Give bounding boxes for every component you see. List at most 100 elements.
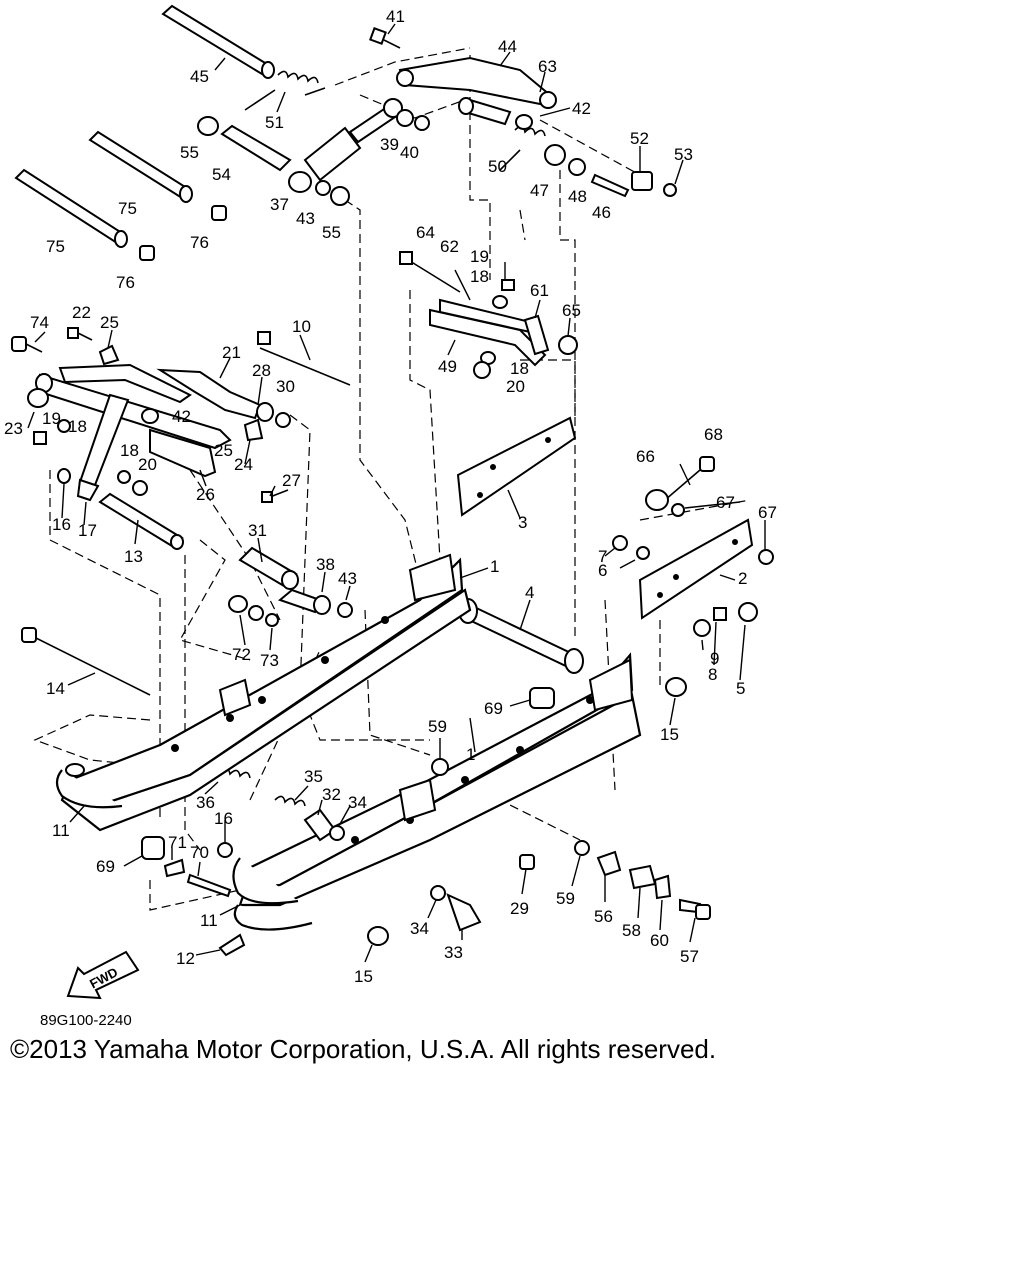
callout: 76 xyxy=(116,273,135,292)
callout: 56 xyxy=(594,907,613,926)
callout: 1 xyxy=(490,557,499,576)
callout: 46 xyxy=(592,203,611,222)
callout: 34 xyxy=(410,919,429,938)
callout: 53 xyxy=(674,145,693,164)
callout: 15 xyxy=(354,967,373,986)
callout: 6 xyxy=(598,561,607,580)
callout: 45 xyxy=(190,67,209,86)
front-arm xyxy=(11,327,351,503)
leader-lines xyxy=(27,23,766,963)
callout: 7 xyxy=(598,547,607,566)
callout: 29 xyxy=(510,899,529,918)
callout: 66 xyxy=(636,447,655,466)
callout: 44 xyxy=(498,37,517,56)
callout: 24 xyxy=(234,455,253,474)
left-slide-rail xyxy=(55,553,472,832)
callout: 20 xyxy=(138,455,157,474)
callout: 63 xyxy=(538,57,557,76)
callout: 58 xyxy=(622,921,641,940)
copyright-notice: ©2013 Yamaha Motor Corporation, U.S.A. A… xyxy=(10,1034,717,1064)
callout: 61 xyxy=(530,281,549,300)
callout: 4 xyxy=(525,583,534,602)
callout: 5 xyxy=(736,679,745,698)
callout: 28 xyxy=(252,361,271,380)
shafts xyxy=(14,4,292,248)
callout: 71 xyxy=(168,833,187,852)
callout: 59 xyxy=(428,717,447,736)
callout: 72 xyxy=(232,645,251,664)
forward-arrow-icon: FWD xyxy=(66,950,140,1000)
callout: 19 xyxy=(470,247,489,266)
callout: 16 xyxy=(214,809,233,828)
drawing-code: 89G100-2240 xyxy=(40,1012,132,1029)
callout: 73 xyxy=(260,651,279,670)
callout: 43 xyxy=(296,209,315,228)
callout: 39 xyxy=(380,135,399,154)
callout: 35 xyxy=(304,767,323,786)
callout: 62 xyxy=(440,237,459,256)
callout: 1 xyxy=(466,745,475,764)
callout: 38 xyxy=(316,555,335,574)
callout: 41 xyxy=(386,7,405,26)
callout: 11 xyxy=(200,911,218,930)
callout: 12 xyxy=(176,949,195,968)
callout: 8 xyxy=(708,665,717,684)
callout: 18 xyxy=(120,441,139,460)
callout: 68 xyxy=(704,425,723,444)
callout: 21 xyxy=(222,343,241,362)
callout: 27 xyxy=(282,471,301,490)
callout: 18 xyxy=(510,359,529,378)
callout: 65 xyxy=(562,301,581,320)
callout: 50 xyxy=(488,157,507,176)
callout: 47 xyxy=(530,181,549,200)
callout: 26 xyxy=(196,485,215,504)
callout: 42 xyxy=(172,407,191,426)
callout: 70 xyxy=(190,843,209,862)
callout: 16 xyxy=(52,515,71,534)
callout: 14 xyxy=(46,679,65,698)
callout: 2 xyxy=(738,569,747,588)
hardware-bottom xyxy=(141,758,711,957)
callout: 75 xyxy=(46,237,65,256)
callout: 31 xyxy=(248,521,267,540)
part-number-callouts: 41 44 63 45 51 42 55 54 39 40 52 53 50 7… xyxy=(4,7,777,986)
callout: 11 xyxy=(52,821,70,840)
parts-diagram: 41 44 63 45 51 42 55 54 39 40 52 53 50 7… xyxy=(4,4,777,986)
callout: 25 xyxy=(214,441,233,460)
callout: 37 xyxy=(270,195,289,214)
callout: 32 xyxy=(322,785,341,804)
callout: 19 xyxy=(42,409,61,428)
callout: 74 xyxy=(30,313,49,332)
callout: 34 xyxy=(348,793,367,812)
callout: 30 xyxy=(276,377,295,396)
callout: 43 xyxy=(338,569,357,588)
callout: 69 xyxy=(96,857,115,876)
callout: 10 xyxy=(292,317,311,336)
callout: 59 xyxy=(556,889,575,908)
callout: 3 xyxy=(518,513,527,532)
callout: 25 xyxy=(100,313,119,332)
callout: 40 xyxy=(400,143,419,162)
callout: 15 xyxy=(660,725,679,744)
callout: 22 xyxy=(72,303,91,322)
callout: 20 xyxy=(506,377,525,396)
callout: 17 xyxy=(78,521,97,540)
callout: 75 xyxy=(118,199,137,218)
callout: 67 xyxy=(758,503,777,522)
callout: 18 xyxy=(470,267,489,286)
callout: 54 xyxy=(212,165,231,184)
mounting-plates xyxy=(456,416,754,620)
callout: 13 xyxy=(124,547,143,566)
hardware-right xyxy=(458,456,774,709)
middle-linkage xyxy=(399,251,578,379)
callout: 52 xyxy=(630,129,649,148)
callout: 60 xyxy=(650,931,669,950)
callout: 55 xyxy=(180,143,199,162)
callout: 36 xyxy=(196,793,215,812)
callout: 23 xyxy=(4,419,23,438)
callout: 42 xyxy=(572,99,591,118)
callout: 49 xyxy=(438,357,457,376)
callout: 33 xyxy=(444,943,463,962)
callout: 18 xyxy=(68,417,87,436)
callout: 76 xyxy=(190,233,209,252)
